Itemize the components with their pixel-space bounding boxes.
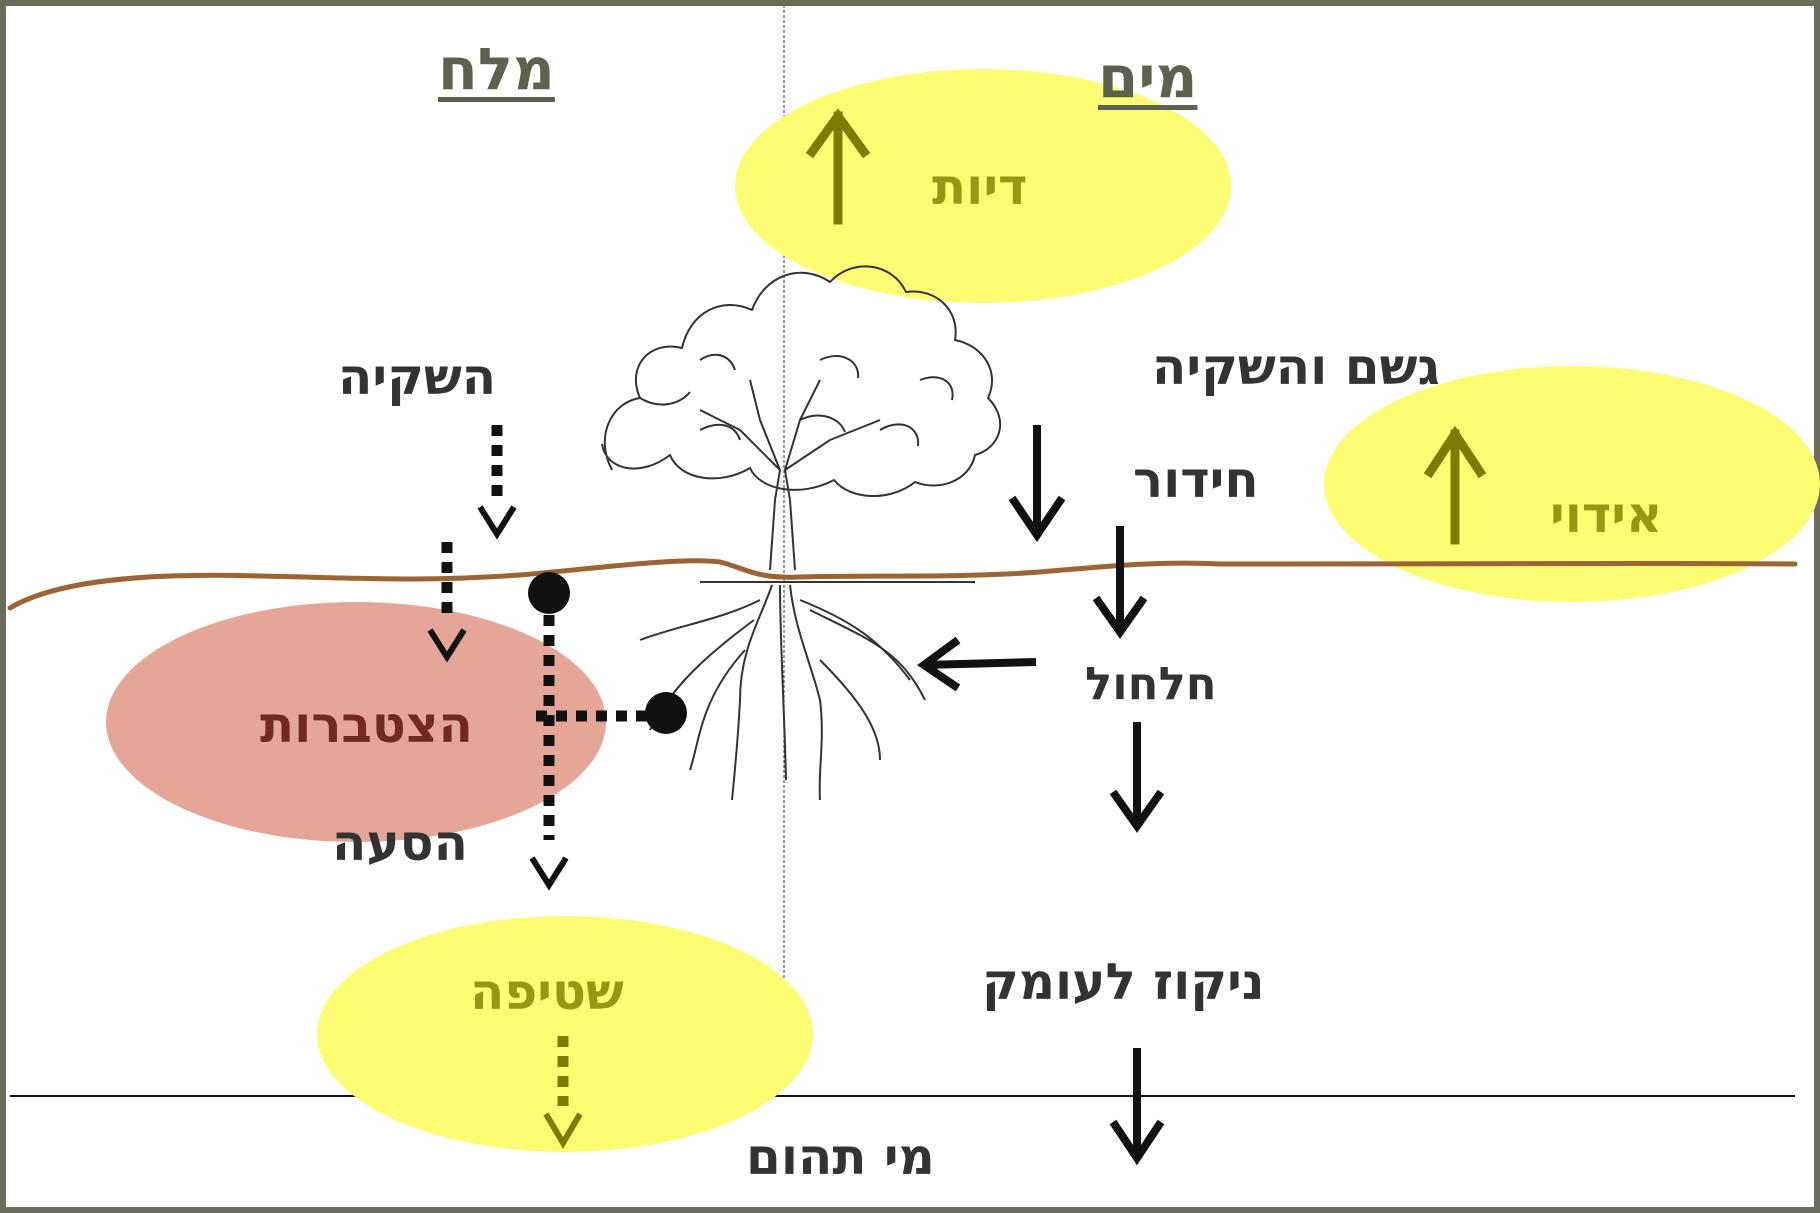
- evaporation-label: אידוי: [1550, 486, 1663, 544]
- deep-drainage-label: ניקוז לעומק: [982, 953, 1265, 1011]
- accumulation-label: הצטברות: [260, 696, 473, 754]
- transpiration-label: דיות: [932, 158, 1028, 216]
- evaporation-ellipse: [1324, 366, 1820, 602]
- infiltration-label: חידור: [1133, 451, 1259, 509]
- arrow-down-icon-rain: [1008, 425, 1066, 543]
- percolation-label: חלחול: [1085, 657, 1217, 710]
- dotted-arrow-icon-leaching: [543, 1036, 583, 1149]
- leaching-ellipse: [317, 916, 813, 1152]
- arrow-down-icon-infiltration: [1092, 526, 1148, 639]
- soil-surface-line: [7, 558, 1798, 611]
- dot-icon-root: [645, 692, 687, 734]
- water-heading: מים: [1098, 43, 1198, 111]
- arrow-up-icon-transpiration: [805, 108, 871, 225]
- dotted-arrow-icon-transport-vertical: [529, 595, 569, 891]
- rain-irrigation-label: גשם והשקיה: [1152, 338, 1440, 396]
- tree-illustration: [601, 265, 1002, 801]
- arrow-down-icon-deep-drainage: [1109, 1048, 1165, 1166]
- irrigation-label: השקיה: [338, 348, 497, 406]
- leaching-label: שטיפה: [470, 963, 624, 1021]
- transport-label: הסעה: [332, 814, 468, 872]
- arrow-left-icon-root-uptake: [917, 636, 1037, 692]
- dotted-arrow-icon-irrigation: [477, 425, 517, 540]
- dot-icon-surface: [528, 572, 570, 614]
- arrow-up-icon-evaporation: [1423, 425, 1487, 545]
- groundwater-label: מי תהום: [746, 1128, 935, 1186]
- transpiration-ellipse: [735, 69, 1231, 303]
- dotted-arrow-icon-to-accumulation: [427, 542, 467, 663]
- accumulation-ellipse: [106, 602, 606, 842]
- arrow-down-icon-percolation: [1109, 722, 1165, 833]
- salt-heading: מלח: [438, 35, 555, 103]
